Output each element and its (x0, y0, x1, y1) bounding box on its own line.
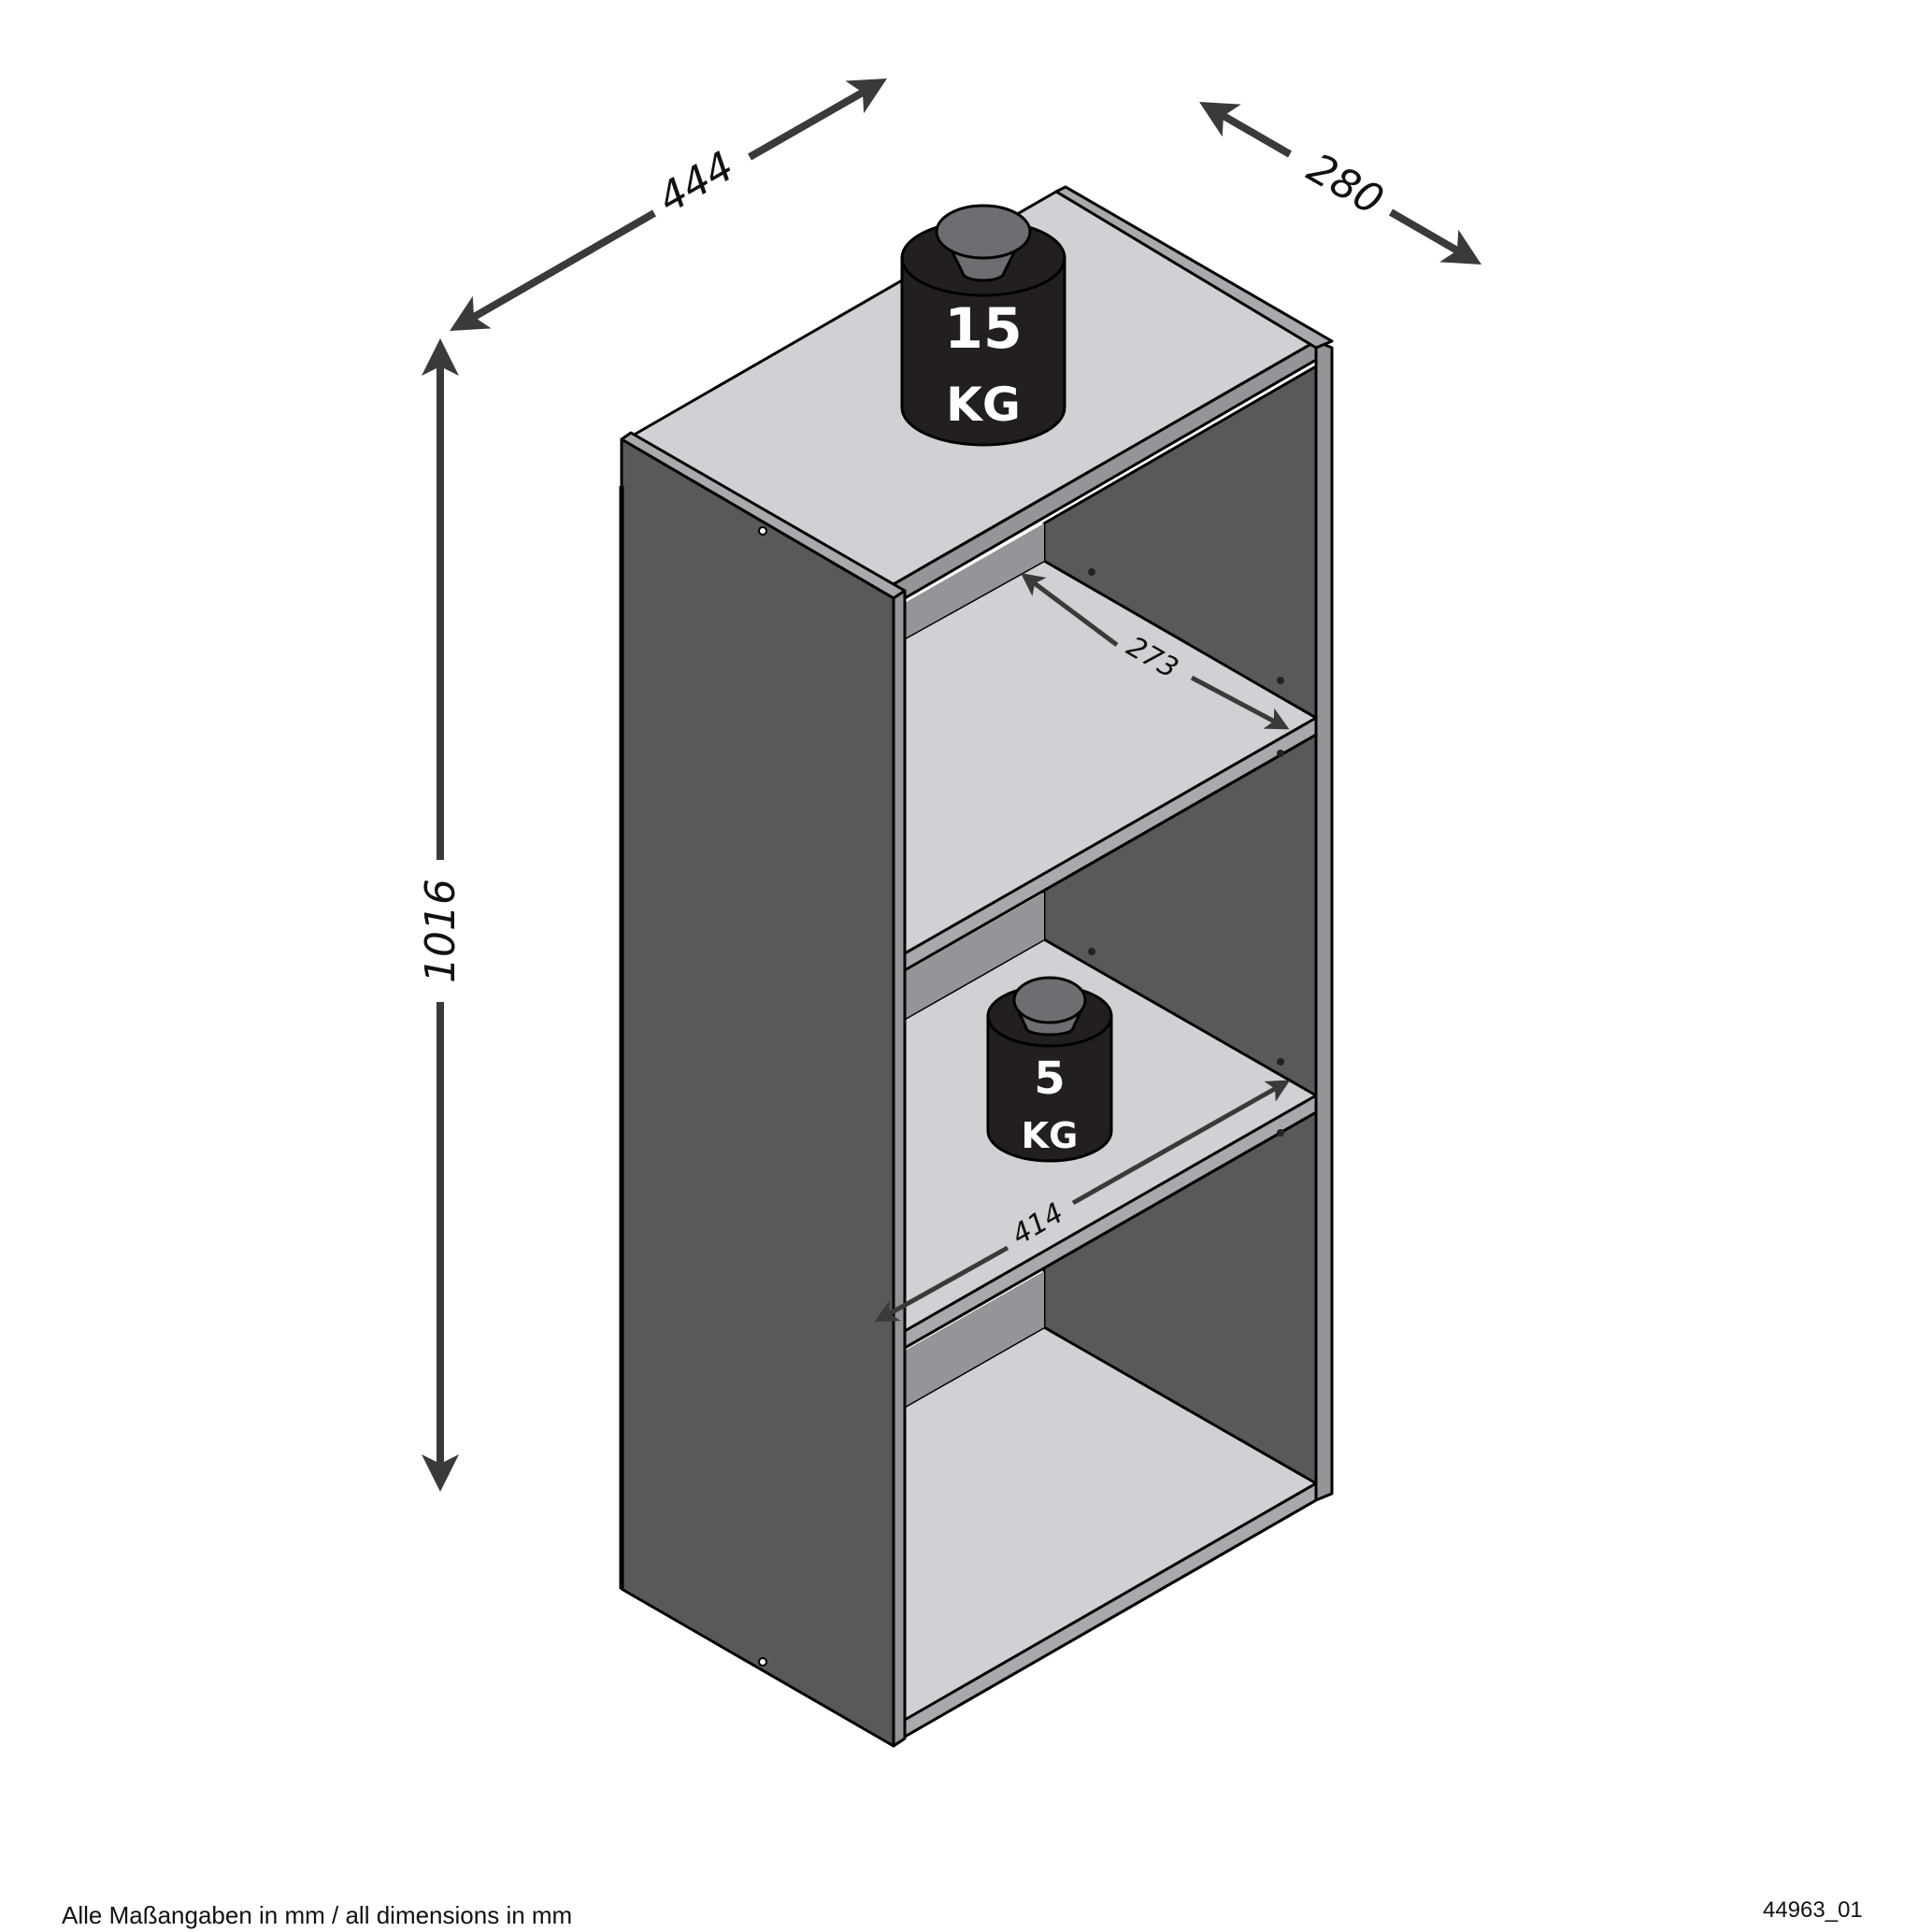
shelf-pin (1088, 948, 1095, 955)
back-strip-3 (905, 1271, 1044, 1407)
shelf-pin (1088, 568, 1095, 576)
screw-hole (758, 1657, 767, 1667)
shelf-pin (1277, 677, 1284, 684)
weight-top: 15 KG (900, 204, 1066, 447)
back-strip-1 (905, 523, 1044, 638)
left-side-panel (620, 437, 895, 1748)
shelf-pin (1277, 1129, 1284, 1137)
weight-top-unit: KG (946, 378, 1021, 432)
back-strip-2 (905, 893, 1044, 1019)
dimension-depth: 280 (1199, 101, 1481, 265)
shelf-pin (1277, 1058, 1284, 1066)
screw-hole (758, 526, 767, 536)
shelf-pin (1277, 750, 1284, 757)
bookshelf (619, 185, 1334, 1748)
dimension-width: 444 (450, 79, 887, 331)
depth-label: 280 (1299, 144, 1391, 224)
weight-shelf-unit: KG (1022, 1115, 1079, 1156)
height-label: 1016 (417, 879, 465, 983)
left-side-front-edge (892, 589, 907, 1748)
units-note: Alle Maßangaben in mm / all dimensions i… (62, 1901, 573, 1929)
dimension-height: 1016 (417, 338, 465, 1492)
weight-shelf: 5 KG (986, 976, 1113, 1163)
weight-shelf-value: 5 (1034, 1052, 1065, 1105)
right-side-top-strip (1054, 185, 1334, 350)
width-label: 444 (651, 142, 742, 222)
article-code: 44963_01 (1763, 1897, 1863, 1923)
weight-top-value: 15 (944, 296, 1023, 362)
right-side-edge (1314, 339, 1334, 1502)
